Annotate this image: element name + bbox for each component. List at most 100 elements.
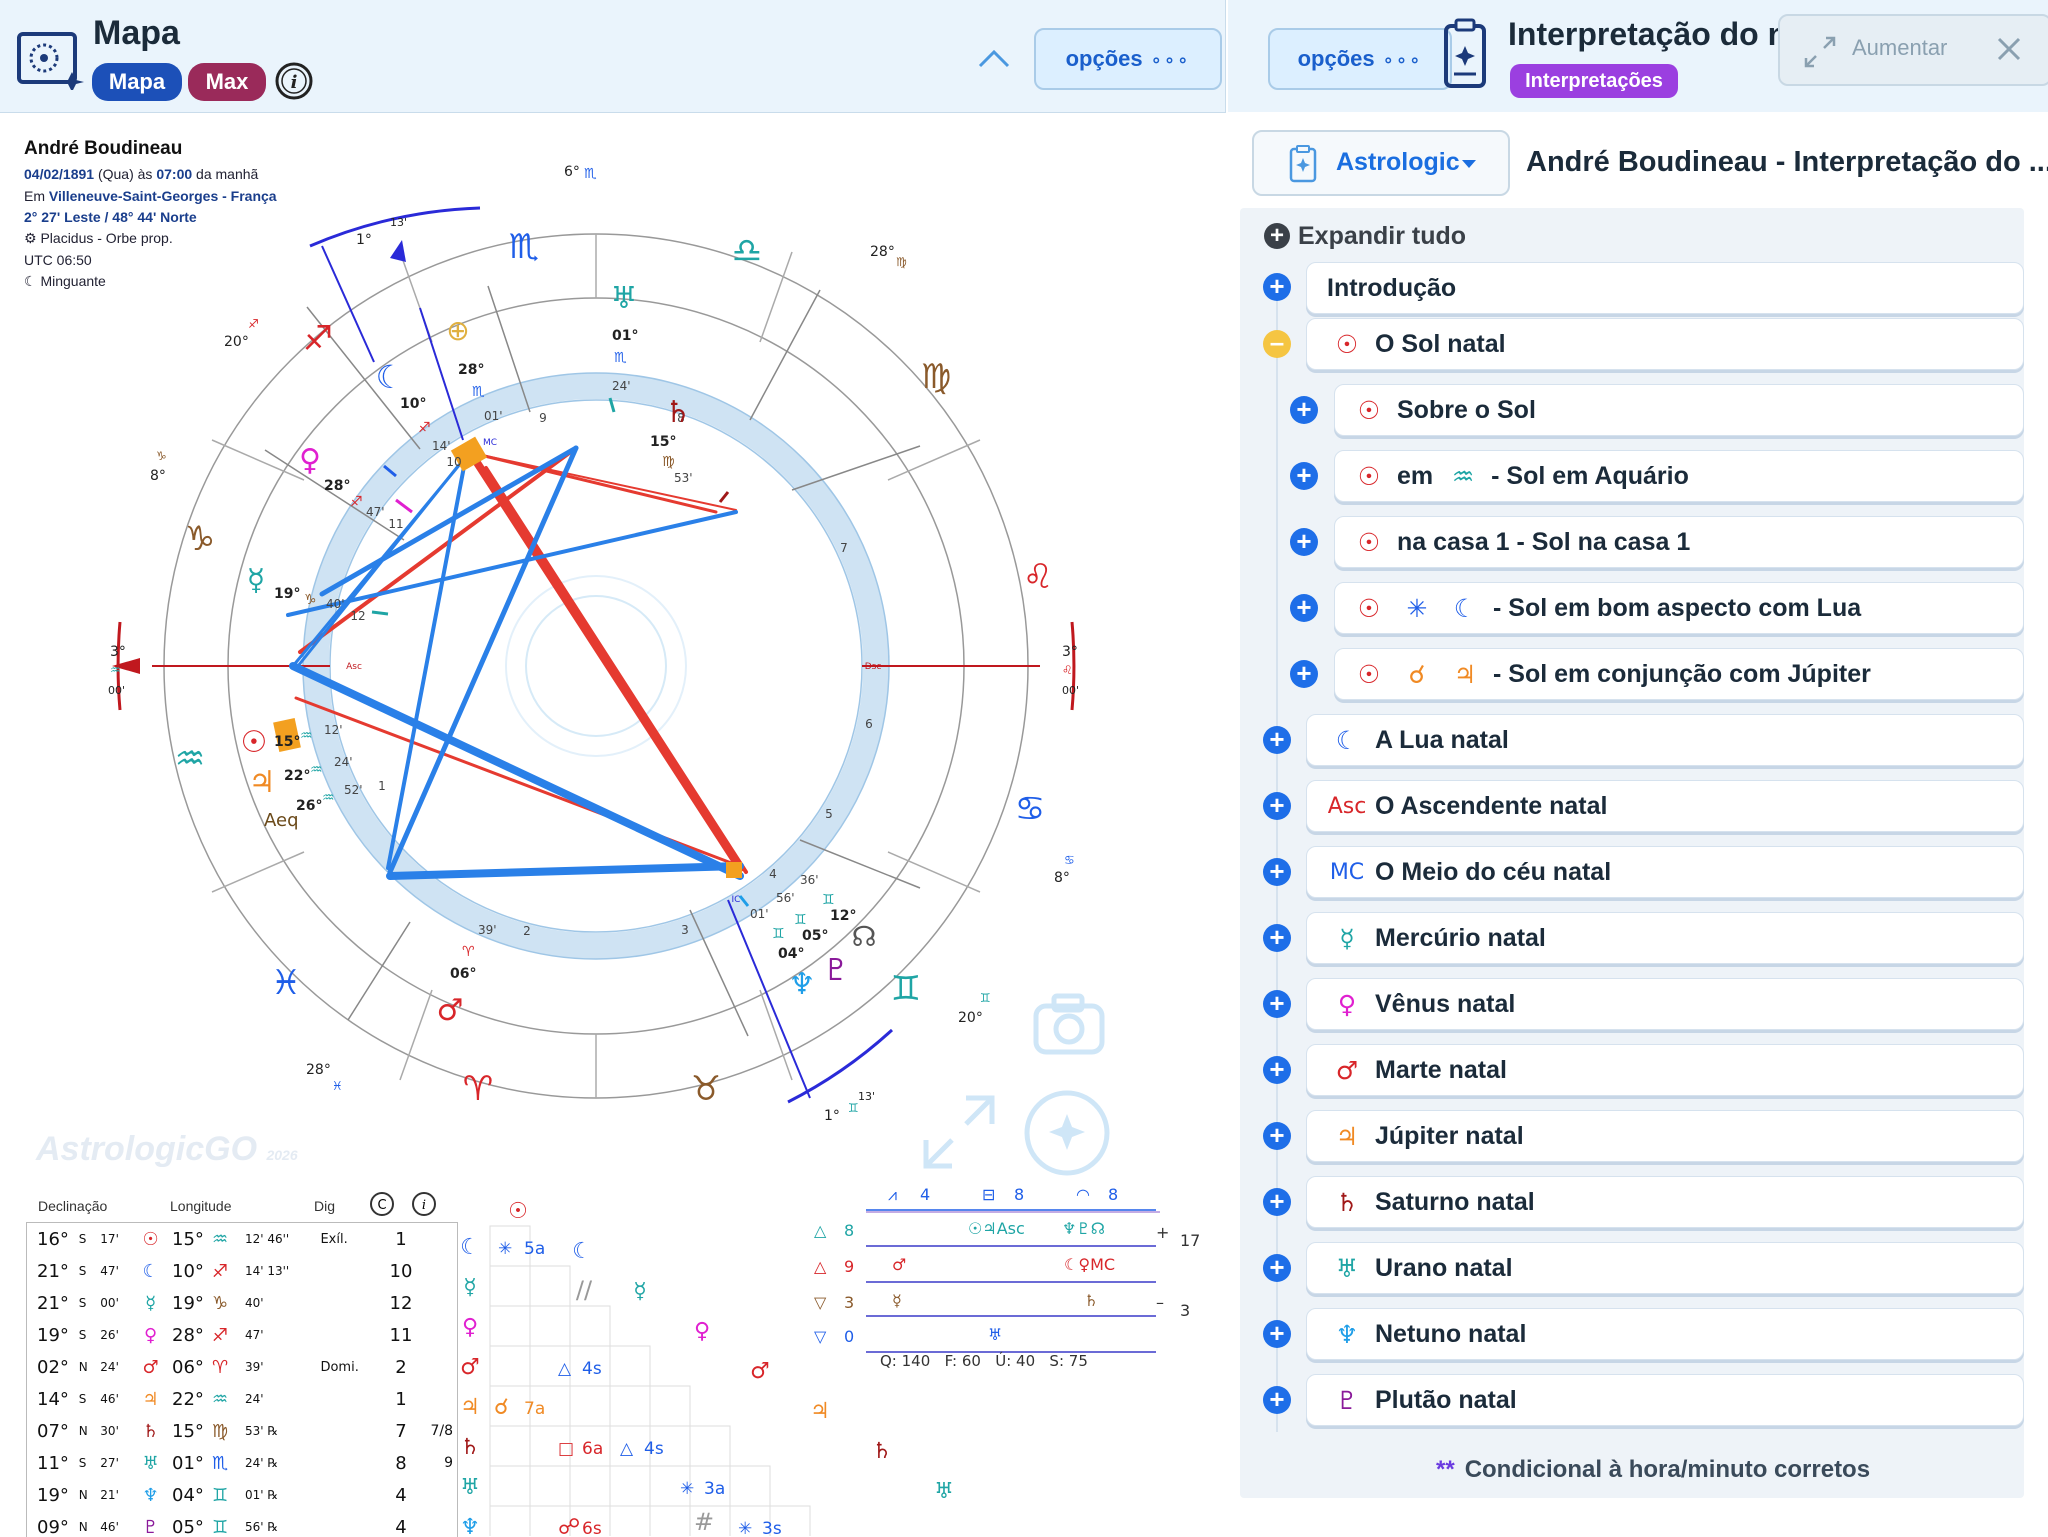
expand-intro-icon[interactable]: + — [1263, 273, 1291, 301]
planet-cell-house: 4 — [395, 1516, 407, 1537]
item-pluto-natal[interactable]: ♇Plutão natal — [1306, 1374, 2024, 1426]
source-selector[interactable]: Astrologic — [1252, 130, 1510, 196]
planet-cell-min: 24' — [244, 1392, 264, 1406]
aspect-lines — [286, 445, 748, 880]
svg-text:4s: 4s — [582, 1359, 602, 1379]
svg-text:♏: ♏ — [614, 350, 627, 366]
aquarius-icon: ♒ — [175, 739, 205, 779]
camera-icon[interactable] — [1030, 990, 1110, 1060]
svg-text:20°: 20° — [224, 334, 249, 350]
expand-sun-house-icon[interactable]: + — [1290, 528, 1318, 556]
natal-chart-wheel[interactable]: 1 2 3 4 5 6 7 8 9 10 11 12 Asc Dsc MC IC… — [100, 150, 1100, 1150]
place-prefix: Em — [24, 188, 45, 204]
planet-cell-decl: 11° — [37, 1452, 69, 1474]
expand-asc-icon[interactable]: + — [1263, 792, 1291, 820]
info-icon[interactable]: i — [274, 61, 314, 101]
item-venus-natal[interactable]: ♀Vênus natal — [1306, 978, 2024, 1030]
sparkle-button-icon[interactable] — [1022, 1088, 1112, 1178]
planet-cell-dmin: 46' — [100, 1392, 119, 1406]
expand-sun-jupiter-icon[interactable]: + — [1290, 660, 1318, 688]
close-icon[interactable] — [1994, 34, 2024, 64]
chart-options-button[interactable]: opções∘∘∘ — [1034, 28, 1222, 90]
chevron-up-icon[interactable] — [976, 46, 1012, 70]
item-introduction[interactable]: Introdução — [1306, 262, 2024, 314]
planet-cell-house: 8 — [395, 1452, 407, 1474]
svg-text:♐: ♐ — [350, 494, 363, 510]
svg-text:28°: 28° — [458, 362, 484, 378]
planet-cell-deg: 19° — [172, 1292, 204, 1314]
capricorn-icon: ♑ — [185, 519, 215, 559]
planet-cell-deg: 01° — [172, 1452, 204, 1474]
expand-uranus-icon[interactable]: + — [1263, 1254, 1291, 1282]
expand-saturn-icon[interactable]: + — [1263, 1188, 1291, 1216]
item-sun-in-sign[interactable]: ☉em♒- Sol em Aquário — [1334, 450, 2024, 502]
expand-about-sun-icon[interactable]: + — [1290, 396, 1318, 424]
item-sun-aspect-moon[interactable]: ☉✳☾- Sol em bom aspecto com Lua — [1334, 582, 2024, 634]
ic-line — [727, 899, 811, 1099]
birth-period: da manhã — [196, 166, 259, 182]
item-label: Júpiter natal — [1375, 1121, 1524, 1150]
expand-neptune-icon[interactable]: + — [1263, 1320, 1291, 1348]
svg-text:♓: ♓ — [332, 1079, 343, 1093]
expand-mc-icon[interactable]: + — [1263, 858, 1291, 886]
item-label: - Sol em conjunção com Júpiter — [1493, 659, 1871, 688]
planet-cell-sign: ♏ — [211, 1452, 229, 1474]
item-label: Saturno natal — [1375, 1187, 1535, 1216]
item-jupiter-natal[interactable]: ♃Júpiter natal — [1306, 1110, 2024, 1162]
birth-date: 04/02/1891 — [24, 166, 95, 182]
svg-text:♒: ♒ — [300, 728, 313, 744]
item-saturn-natal[interactable]: ♄Saturno natal — [1306, 1176, 2024, 1228]
expand-mars-icon[interactable]: + — [1263, 1056, 1291, 1084]
svg-text:7a: 7a — [524, 1399, 545, 1419]
item-mars-natal[interactable]: ♂Marte natal — [1306, 1044, 2024, 1096]
expand-moon-icon[interactable]: + — [1263, 726, 1291, 754]
expand-sun-moon-icon[interactable]: + — [1290, 594, 1318, 622]
expand-sun-sign-icon[interactable]: + — [1290, 462, 1318, 490]
item-neptune-natal[interactable]: ♆Netuno natal — [1306, 1308, 2024, 1360]
expand-pluto-icon[interactable]: + — [1263, 1386, 1291, 1414]
tab-max[interactable]: Max — [188, 63, 266, 101]
interpretation-options-button[interactable]: opções∘∘∘ — [1268, 28, 1452, 90]
item-sun-house[interactable]: ☉na casa 1 - Sol na casa 1 — [1334, 516, 2024, 568]
expand-jupiter-icon[interactable]: + — [1263, 1122, 1291, 1150]
more-dots-icon: ∘∘∘ — [1382, 50, 1423, 70]
expand-diagonal-icon[interactable] — [918, 1092, 1000, 1174]
svg-text:♅: ♅ — [988, 1325, 1002, 1344]
asc-arrow-icon — [112, 658, 140, 674]
jupiter-icon: ♃ — [249, 765, 276, 800]
item-about-sun[interactable]: ☉Sobre o Sol — [1334, 384, 2024, 436]
page-title: Mapa — [93, 14, 180, 52]
planet-cell-dig: Exíl. — [320, 1231, 348, 1247]
birth-datetime: 04/02/1891 (Qua) às 07:00 da manhã — [24, 166, 258, 182]
item-mercury-natal[interactable]: ☿Mercúrio natal — [1306, 912, 2024, 964]
item-sun-conj-jupiter[interactable]: ☉☌♃- Sol em conjunção com Júpiter — [1334, 648, 2024, 700]
planet-cell-dmin: 21' — [100, 1488, 119, 1502]
item-sun-natal[interactable]: ☉O Sol natal — [1306, 318, 2024, 370]
caret-down-icon — [1462, 160, 1476, 168]
planet-cell-min: 01' ℞ — [244, 1488, 279, 1502]
planet-cell-dmin: 47' — [100, 1264, 119, 1278]
coords-value: 2° 27' Leste / 48° 44' Norte — [24, 209, 197, 225]
svg-text:6°: 6° — [564, 164, 580, 180]
tab-map[interactable]: Mapa — [92, 63, 182, 101]
expand-mercury-icon[interactable]: + — [1263, 924, 1291, 952]
moon-venus-conj-marker — [450, 436, 488, 472]
collapse-sun-icon[interactable]: – — [1263, 329, 1291, 358]
planet-cell-dig: Domi. — [320, 1359, 359, 1375]
svg-text:15°: 15° — [274, 734, 300, 750]
svg-text:47': 47' — [366, 505, 385, 519]
expand-venus-icon[interactable]: + — [1263, 990, 1291, 1018]
svg-text:8: 8 — [844, 1221, 854, 1240]
jupiter-icon: ♃ — [1453, 659, 1477, 689]
enlarge-button[interactable]: Aumentar — [1778, 14, 2048, 86]
item-moon-natal[interactable]: ☾A Lua natal — [1306, 714, 2024, 766]
expand-all-button[interactable]: + Expandir tudo — [1264, 220, 1664, 252]
svg-text:♃: ♃ — [460, 1395, 480, 1420]
item-uranus-natal[interactable]: ♅Urano natal — [1306, 1242, 2024, 1294]
svg-text:♄: ♄ — [460, 1435, 480, 1460]
mars-icon: ♂ — [437, 993, 464, 1028]
svg-text:3°: 3° — [1062, 644, 1078, 660]
